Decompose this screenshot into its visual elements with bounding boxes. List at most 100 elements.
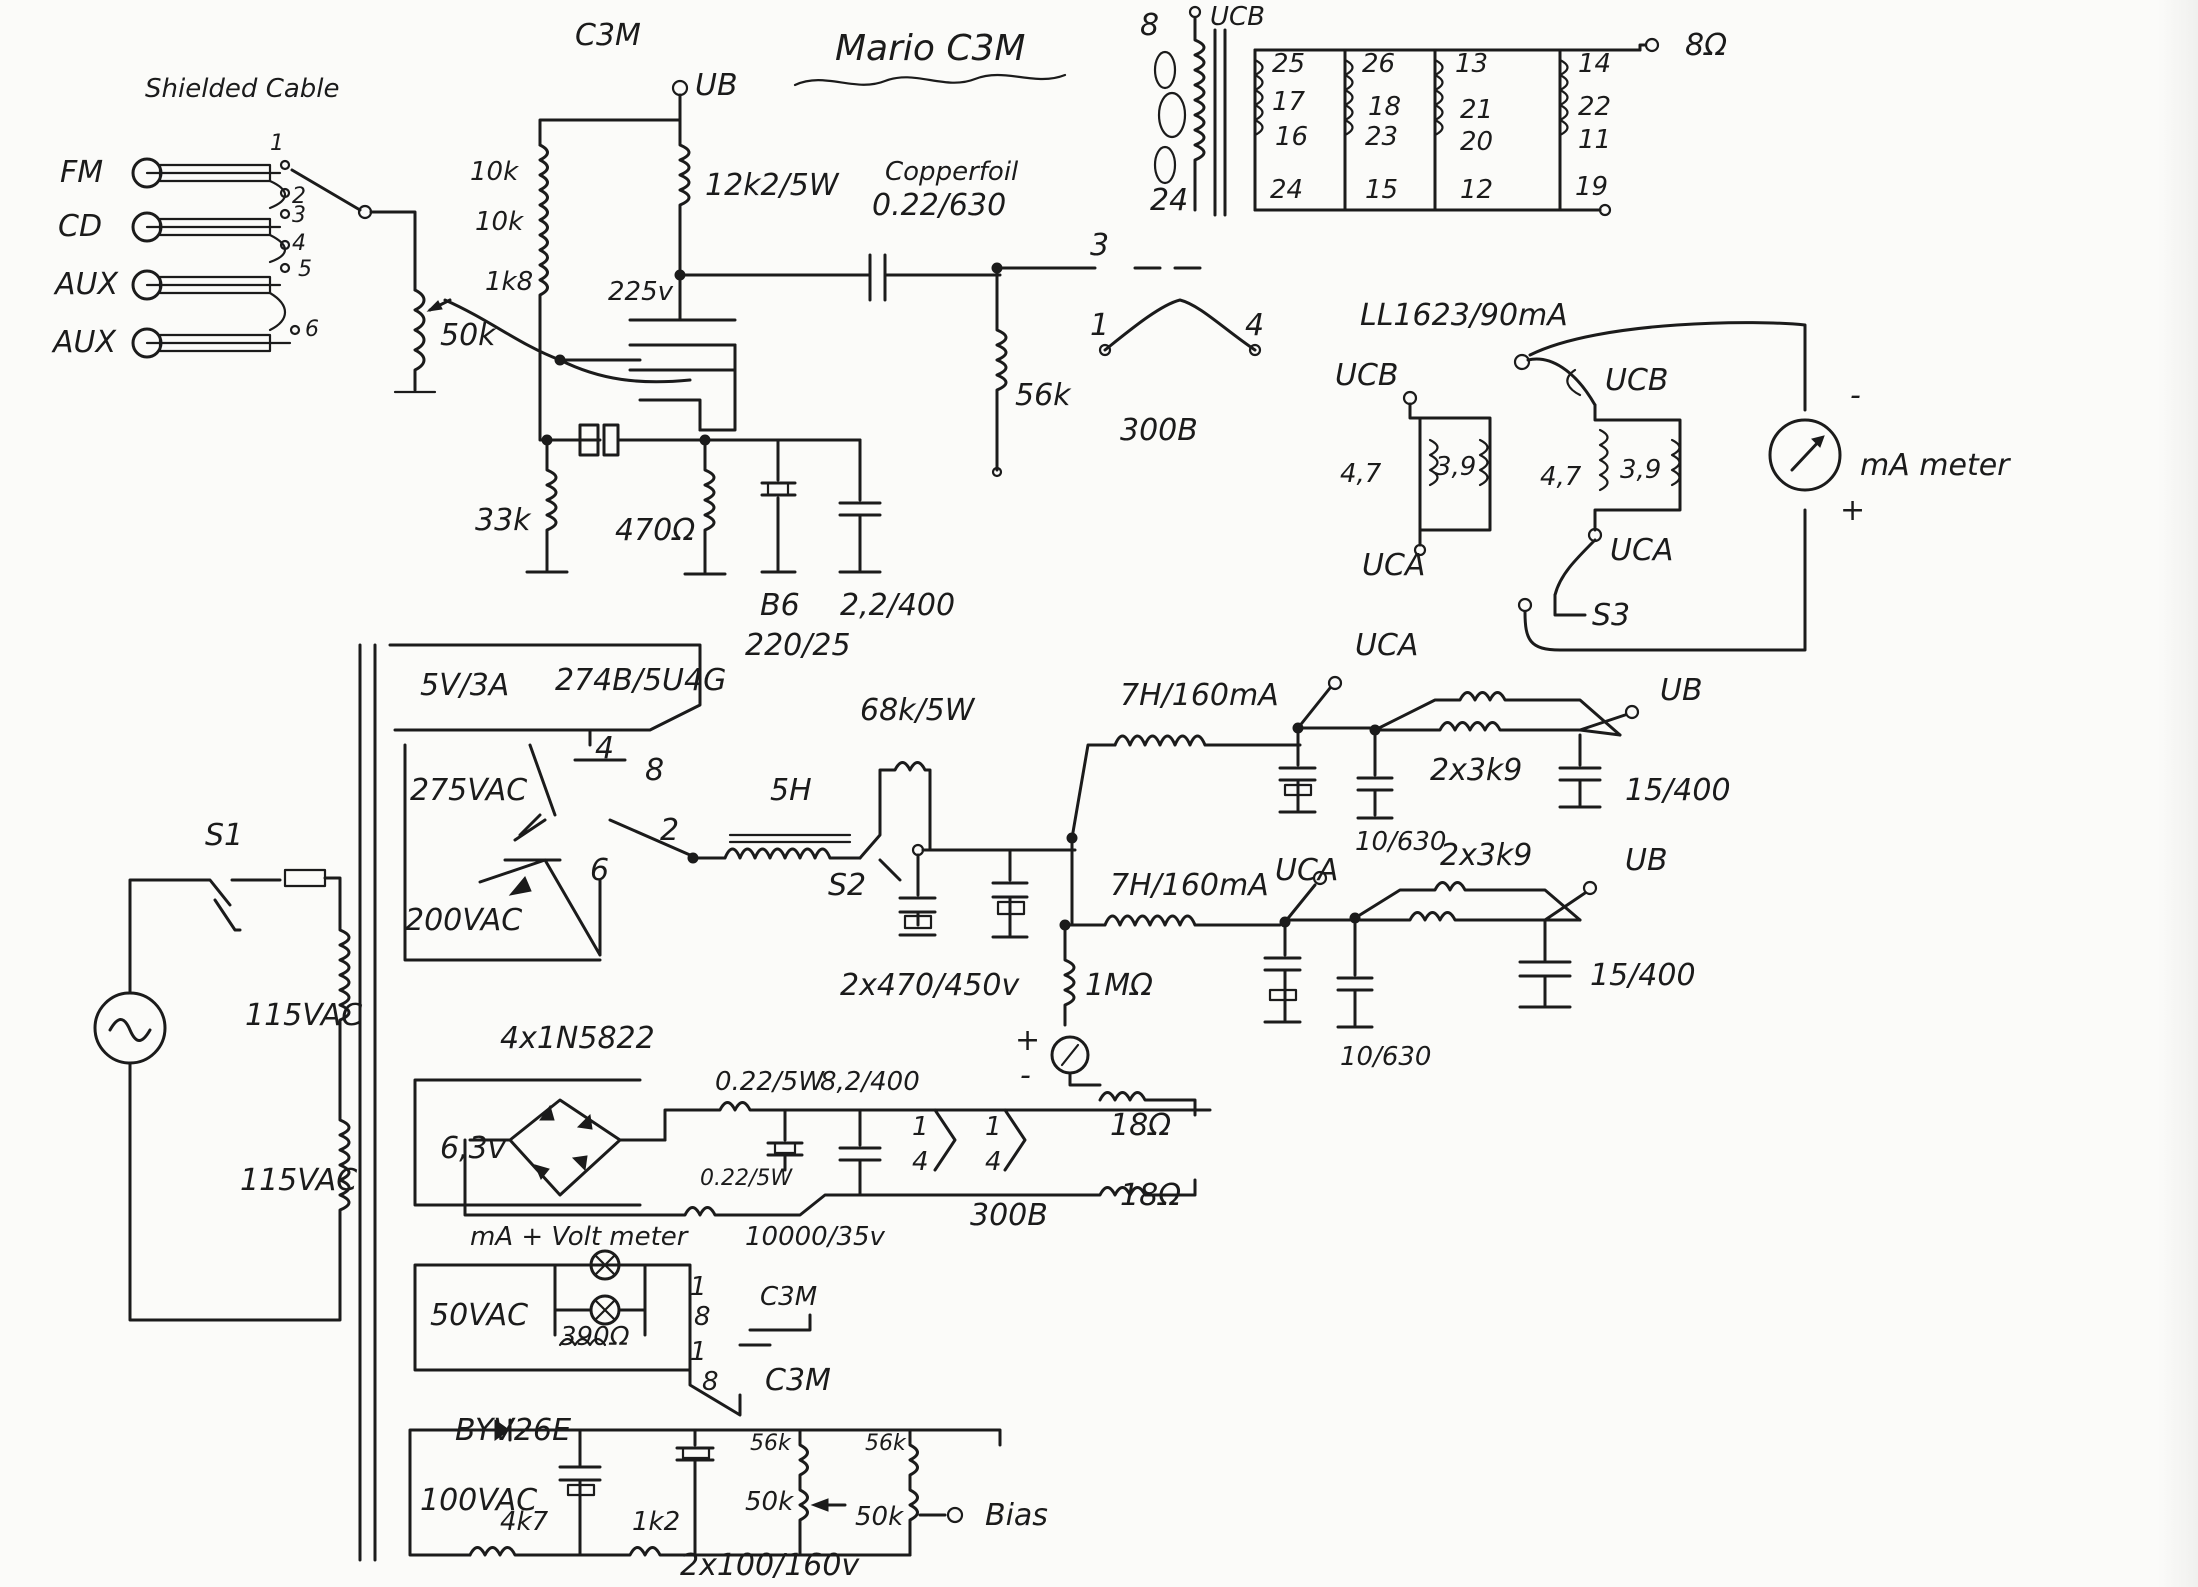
meter-minus-label: - xyxy=(1850,378,1861,413)
r-1m-label: 1MΩ xyxy=(1085,968,1153,1003)
v200-label: 200VAC xyxy=(405,903,522,938)
r-10k-a-label: 10k xyxy=(470,157,519,187)
cap-470-label: 2x470/450v xyxy=(840,968,1020,1003)
copperfoil-label: Copperfoil xyxy=(885,157,1019,187)
cap-10000-label: 10000/35v xyxy=(745,1222,886,1252)
r-33k-label: 33k xyxy=(475,503,532,538)
ma-meter-label: mA meter xyxy=(1860,448,2011,483)
otx-pin8-label: 8 xyxy=(1140,8,1159,43)
v115-b-label: 115VAC xyxy=(240,1163,357,1198)
r-1k8-label: 1k8 xyxy=(485,267,533,297)
heater-pin4b-label: 4 xyxy=(985,1147,1002,1177)
r-4k7-label: 4k7 xyxy=(500,1507,549,1537)
r-2x3k9-b-label: 2x3k9 xyxy=(1440,838,1532,873)
choke-5h-label: 5H xyxy=(770,773,812,808)
otx-tap: 14 xyxy=(1578,49,1611,79)
cap-22-label: 2,2/400 xyxy=(840,588,955,623)
v50-label: 50VAC xyxy=(430,1298,528,1333)
ll1623-label: LL1623/90mA xyxy=(1360,298,1568,333)
r-022-a-label: 0.22/5W xyxy=(715,1067,825,1097)
bias-label: Bias xyxy=(985,1498,1048,1533)
cap-10-b-label: 10/630 xyxy=(1340,1042,1431,1072)
v100-label: 100VAC xyxy=(420,1483,537,1518)
r-56k-label: 56k xyxy=(1015,378,1072,413)
otx-pin24-label: 24 xyxy=(1150,183,1188,218)
fm-label: FM xyxy=(60,155,103,190)
meter-section: LL1623/90mA UCB 4,7 3,9 UCA UCB 4,7 3,9 … xyxy=(1335,298,2011,652)
diodes-label: 4x1N5822 xyxy=(500,1021,655,1056)
otx-tap: 24 xyxy=(1270,175,1303,205)
pin1-label: 1 xyxy=(1090,308,1109,343)
choke-5h-icon xyxy=(691,847,862,860)
hv-supply: 5V/3A 274B/5U4G 275VAC 200VAC 4 8 6 2 5H… xyxy=(388,628,1731,1093)
c3m-stage: C3M Mario C3M UB 10k 10k 1k8 12k2/5W 225… xyxy=(443,18,1264,663)
cd-label: CD xyxy=(58,209,102,244)
rect-pin8-label: 8 xyxy=(645,753,664,788)
rect-pin4-label: 4 xyxy=(595,731,614,766)
uca-lower-label: UCA xyxy=(1275,853,1338,888)
bias-supply: BYV26E 100VAC 4k7 1k2 2x100/160v 56k 50k… xyxy=(408,1413,1048,1583)
r-2x3k9-a-label: 2x3k9 xyxy=(1430,753,1522,788)
choke-7h-b-label: 7H/160mA xyxy=(1110,868,1269,903)
transformer-core-icon xyxy=(358,643,377,1562)
otx-tap: 12 xyxy=(1460,175,1493,205)
r-12k-label: 12k2/5W xyxy=(705,168,840,203)
otx-tap: 16 xyxy=(1275,122,1308,152)
r-10k-b-label: 10k xyxy=(475,207,524,237)
uca-left-label: UCA xyxy=(1362,548,1425,583)
aux1-label: AUX xyxy=(53,267,119,302)
lamp-a-icon xyxy=(589,1249,621,1281)
primary-winding-icon xyxy=(1193,16,1206,212)
otx-tap: 26 xyxy=(1362,49,1395,79)
bridge-rectifier-icon xyxy=(508,1098,622,1197)
ucb-right-label: UCB xyxy=(1605,363,1669,398)
sel-pin-1: 1 xyxy=(270,131,284,156)
sel-pin-2: 2 xyxy=(292,184,306,209)
cap-15-b-label: 15/400 xyxy=(1590,958,1696,993)
ub-upper-label: UB xyxy=(1660,673,1703,708)
out-8ohm-label: 8Ω xyxy=(1685,28,1727,63)
uca-right-label: UCA xyxy=(1610,533,1673,568)
sel-pin-4: 4 xyxy=(292,231,306,256)
s3-label: S3 xyxy=(1592,598,1630,633)
uca-upper-label: UCA xyxy=(1355,628,1418,663)
r-1k2-label: 1k2 xyxy=(632,1507,680,1537)
cap-100-label: 2x100/160v xyxy=(680,1548,860,1583)
ucb-left-label: UCB xyxy=(1335,358,1399,393)
s1-label: S1 xyxy=(205,818,243,853)
ma-meter-icon xyxy=(1768,418,1842,492)
shielded-cable-label: Shielded Cable xyxy=(145,74,340,104)
sel-pin-5: 5 xyxy=(298,257,312,282)
cap-220-label: 220/25 xyxy=(745,628,851,663)
choke-7h-a-label: 7H/160mA xyxy=(1120,678,1279,713)
cap-82-label: 8,2/400 xyxy=(820,1067,920,1097)
volume-pot-icon xyxy=(413,288,426,392)
otx-tap: 18 xyxy=(1368,92,1401,122)
hv-minus-label: - xyxy=(1020,1058,1031,1093)
heater-300b-label: 300B xyxy=(970,1198,1048,1233)
r-68k-label: 68k/5W xyxy=(860,693,976,728)
heater-pin1b-label: 1 xyxy=(985,1112,1002,1142)
c3m-pin1b-label: 1 xyxy=(690,1337,707,1367)
heater-pin4a-label: 4 xyxy=(912,1147,929,1177)
pin4-label: 4 xyxy=(1245,308,1264,343)
otx-tap: 15 xyxy=(1365,175,1398,205)
cap-15-a-label: 15/400 xyxy=(1625,773,1731,808)
meter-plus-label: + xyxy=(1840,493,1865,528)
r-390-label: 390Ω xyxy=(560,1322,630,1352)
otx-tap: 23 xyxy=(1365,122,1398,152)
r-022-b-label: 0.22/5W xyxy=(700,1166,793,1191)
rect-pin2-label: 2 xyxy=(660,813,679,848)
heater-supply: 4x1N5822 6,3v 0.22/5W 8,2/400 1 4 1 4 18… xyxy=(413,1021,1212,1252)
c3m-pin8a-label: 8 xyxy=(694,1302,711,1332)
sel-pin-3: 3 xyxy=(292,203,306,228)
c3m-pin1a-label: 1 xyxy=(690,1272,707,1302)
speaker-terminal-icon xyxy=(1644,37,1660,53)
v-225-label: 225v xyxy=(608,277,674,307)
otx-tap: 19 xyxy=(1575,172,1608,202)
output-transformer: 8 UCB 24 25 26 13 14 17 18 21 22 16 23 2… xyxy=(1140,2,1727,218)
ub-terminal-icon xyxy=(671,79,689,97)
otx-tap: 20 xyxy=(1460,127,1493,157)
